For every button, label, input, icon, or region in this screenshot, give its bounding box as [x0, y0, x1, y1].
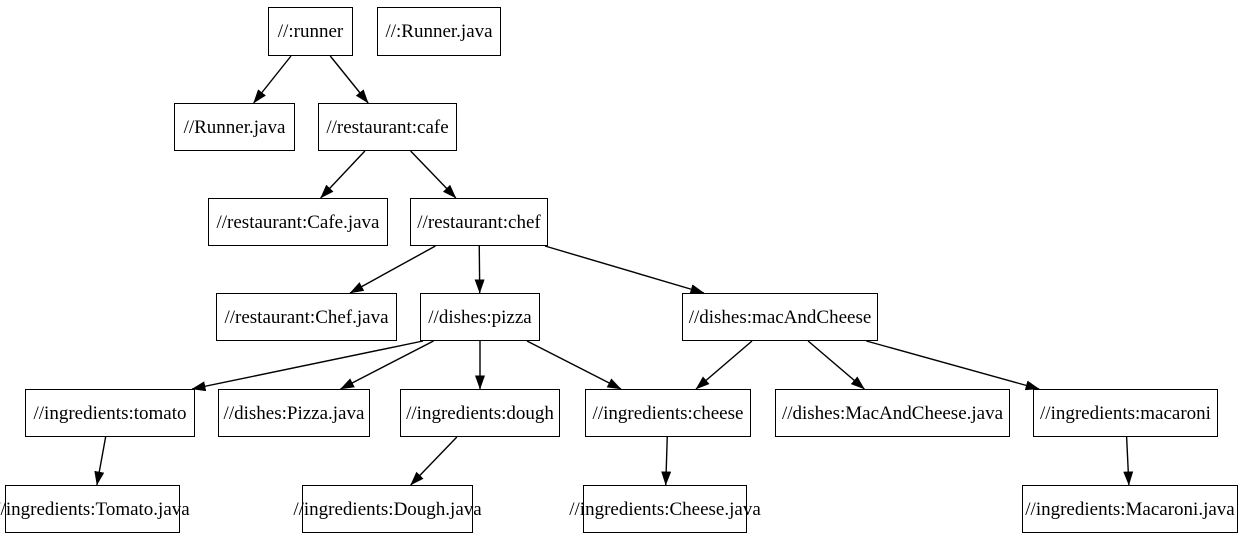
graph-node-label: //:Runner.java: [385, 21, 493, 42]
graph-node-label: //ingredients:Dough.java: [293, 498, 482, 520]
graph-edge-cafe-to-cafe-java: [320, 150, 366, 199]
graph-node-cafe: //restaurant:cafe: [318, 103, 457, 151]
graph-node-label: //dishes:Pizza.java: [223, 402, 365, 424]
graph-edge-pizza-to-tomato: [191, 340, 424, 392]
graph-edge-runner-to-runner-java-file: [253, 55, 292, 104]
graph-edge-chef-to-mac-and-cheese: [544, 245, 705, 294]
graph-node-macaroni: //ingredients:macaroni: [1033, 389, 1218, 437]
graph-node-chef-java: //restaurant:Chef.java: [216, 293, 397, 341]
graph-edge-pizza-to-cheese: [526, 340, 622, 390]
graph-edge-cheese-to-cheese-java: [661, 436, 672, 486]
graph-edge-cafe-to-chef: [410, 150, 457, 199]
graph-node-label: //ingredients:macaroni: [1040, 402, 1211, 424]
graph-node-runner: //:runner: [268, 7, 353, 56]
graph-node-dough: //ingredients:dough: [400, 389, 560, 437]
graph-node-macaroni-java: //ingredients:Macaroni.java: [1022, 485, 1238, 533]
graph-edge-mac-and-cheese-to-mac-and-cheese-java: [807, 340, 865, 390]
graph-edge-tomato-to-tomato-java: [94, 436, 107, 486]
graph-node-label: //dishes:MacAndCheese.java: [781, 402, 1004, 424]
graph-node-label: //ingredients:dough: [406, 402, 554, 424]
graph-node-label: //dishes:macAndCheese: [688, 306, 872, 328]
graph-node-label: //restaurant:Cafe.java: [216, 211, 380, 233]
graph-node-label: //ingredients:cheese: [592, 402, 744, 424]
graph-node-label: //:runner: [277, 21, 344, 42]
graph-edge-macaroni-to-macaroni-java: [1123, 436, 1134, 486]
graph-node-label: //ingredients:tomato: [33, 402, 187, 424]
graph-node-runner-java-file: //Runner.java: [174, 103, 295, 151]
graph-node-label: //ingredients:Cheese.java: [569, 498, 761, 520]
graph-edge-chef-to-chef-java: [349, 245, 436, 294]
graph-node-label: //restaurant:cafe: [326, 116, 449, 138]
graph-node-dough-java: //ingredients:Dough.java: [293, 485, 482, 533]
graph-edge-mac-and-cheese-to-macaroni: [866, 340, 1040, 391]
graph-node-mac-and-cheese: //dishes:macAndCheese: [682, 293, 878, 341]
graph-node-mac-and-cheese-java: //dishes:MacAndCheese.java: [775, 389, 1010, 437]
graph-node-label: //ingredients:Macaroni.java: [1025, 498, 1235, 520]
graph-edge-runner-to-cafe: [329, 55, 369, 104]
graph-node-chef: //restaurant:chef: [410, 198, 548, 246]
graph-node-tomato-java: //ingredients:Tomato.java: [0, 485, 190, 533]
graph-node-tomato: //ingredients:tomato: [25, 389, 195, 437]
graph-node-pizza: //dishes:pizza: [420, 293, 540, 341]
graph-node-label: //restaurant:Chef.java: [224, 306, 389, 328]
graph-node-label: //dishes:pizza: [428, 306, 532, 328]
graph-node-cafe-java: //restaurant:Cafe.java: [208, 198, 388, 246]
graph-node-label: //restaurant:chef: [417, 211, 541, 233]
graph-node-runner-java-src: //:Runner.java: [377, 7, 501, 56]
graph-node-pizza-java: //dishes:Pizza.java: [218, 389, 370, 437]
graph-node-cheese-java: //ingredients:Cheese.java: [569, 485, 761, 533]
graph-node-label: //ingredients:Tomato.java: [0, 498, 190, 520]
graph-edge-pizza-to-pizza-java: [340, 340, 434, 390]
graph-edge-dough-to-dough-java: [410, 436, 458, 486]
graph-node-label: //Runner.java: [183, 116, 286, 138]
graph-edge-mac-and-cheese-to-cheese: [695, 340, 753, 390]
graph-node-cheese: //ingredients:cheese: [585, 389, 751, 437]
